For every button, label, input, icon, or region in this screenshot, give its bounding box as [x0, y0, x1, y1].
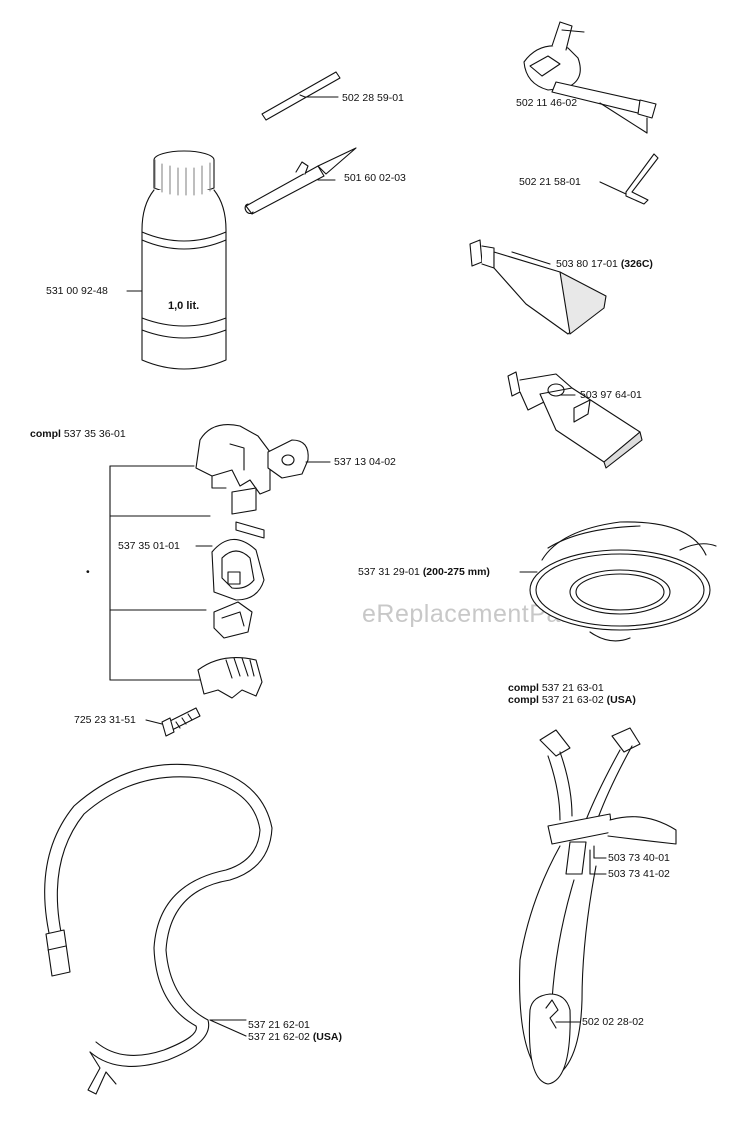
label-bottle-capacity: 1,0 lit.	[168, 300, 200, 312]
label-buckle-1: 503 73 40-01	[608, 852, 670, 864]
label-buckle-2: 503 73 41-02	[608, 868, 670, 880]
shoulder-harness-part	[519, 727, 677, 1085]
label-grease-gun: 503 97 64-01	[580, 389, 642, 401]
label-screw: 725 23 31-51	[74, 714, 136, 726]
label-harness-2: compl 537 21 63-02 (USA)	[508, 694, 636, 706]
label-strap-1: 537 21 62-01	[248, 1019, 310, 1031]
pin-part	[261, 71, 341, 121]
label-hip-pad: 502 02 28-02	[582, 1016, 644, 1028]
combination-wrench-part	[523, 21, 657, 134]
label-harness-kit: compl 537 35 36-01	[30, 428, 126, 440]
label-bullet: •	[86, 566, 90, 578]
grease-gun-part	[507, 371, 643, 469]
label-file-holder: 501 60 02-03	[344, 172, 406, 184]
label-strap-ring: 537 35 01-01	[118, 540, 180, 552]
grease-tube-part	[469, 239, 607, 335]
label-pin: 502 28 59-01	[342, 92, 404, 104]
file-holder-part	[244, 147, 357, 215]
label-strap-2: 537 21 62-02 (USA)	[248, 1031, 342, 1043]
shoulder-strap-part	[44, 763, 273, 1095]
oil-bottle-part	[126, 150, 227, 370]
label-harness-1: compl 537 21 63-01	[508, 682, 604, 694]
hex-key-part	[599, 153, 659, 205]
trimmer-line-part	[519, 521, 717, 642]
label-trimmer-line: 537 31 29-01 (200-275 mm)	[358, 566, 490, 578]
harness-kit-group	[109, 424, 331, 737]
label-hex-key: 502 21 58-01	[519, 176, 581, 188]
label-grease-tube: 503 80 17-01 (326C)	[556, 258, 653, 270]
label-combination-wrench: 502 11 46-02	[516, 97, 578, 109]
label-bottle: 531 00 92-48	[46, 285, 108, 297]
label-cover-clip: 537 13 04-02	[334, 456, 396, 468]
